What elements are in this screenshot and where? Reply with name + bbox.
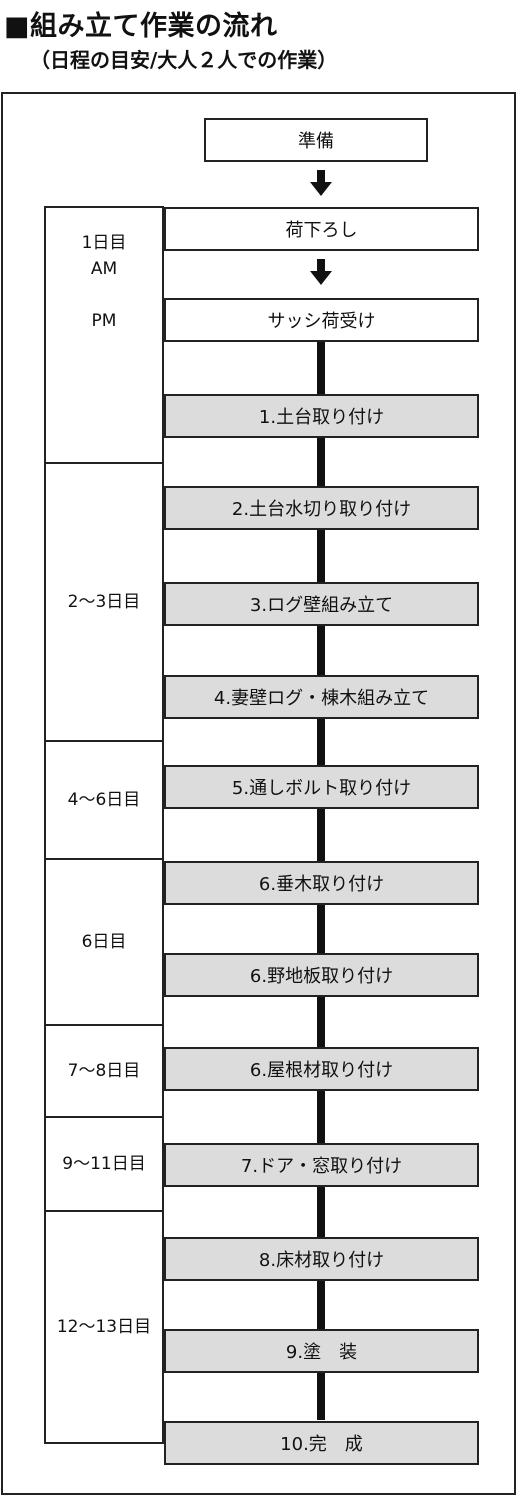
step-box: 3.ログ壁組み立て — [164, 582, 479, 626]
step-box: 2.土台水切り取り付け — [164, 486, 479, 530]
flow-frame — [1, 92, 516, 1495]
day-range-label: 6日目 — [81, 932, 127, 952]
step-label: 準備 — [298, 131, 334, 152]
step-label: 3.ログ壁組み立て — [249, 595, 394, 616]
step-label: 荷下ろし — [285, 220, 358, 241]
step-label: 7.ドア・窓取り付け — [240, 1156, 403, 1177]
step-label: 1.土台取り付け — [258, 407, 385, 428]
day-range-label: 1日目 — [81, 233, 127, 253]
step-box: 1.土台取り付け — [164, 394, 479, 438]
step-label: 6.屋根材取り付け — [249, 1060, 394, 1081]
step-label: 8.床材取り付け — [258, 1250, 385, 1271]
day-range-box: 4～6日目 — [44, 740, 164, 860]
step-box: 6.屋根材取り付け — [164, 1047, 479, 1091]
step-label: 9.塗 装 — [285, 1342, 358, 1363]
down-arrow-icon — [310, 259, 332, 285]
page-title: ■組み立て作業の流れ — [4, 11, 278, 42]
day-range-label: 2～3日目 — [67, 592, 141, 612]
step-box: 準備 — [204, 118, 428, 162]
day-range-box: 12～13日目 — [44, 1210, 164, 1444]
day-range-label: 7～8日目 — [67, 1061, 141, 1081]
day-range-box: 7～8日目 — [44, 1024, 164, 1118]
step-label: 6.垂木取り付け — [258, 874, 385, 895]
step-box: 荷下ろし — [164, 207, 479, 251]
page-subtitle: （日程の目安/大人２人での作業） — [30, 48, 338, 72]
step-box: 6.野地板取り付け — [164, 953, 479, 997]
day-range-box: 2～3日目 — [44, 462, 164, 742]
step-box: 5.通しボルト取り付け — [164, 765, 479, 809]
step-box: 8.床材取り付け — [164, 1237, 479, 1281]
step-label: サッシ荷受け — [267, 311, 376, 332]
step-box: 9.塗 装 — [164, 1329, 479, 1373]
day-range-label: 9～11日目 — [62, 1154, 146, 1174]
step-label: 2.土台水切り取り付け — [231, 499, 412, 520]
day-range-box: 1日目 AM PM — [44, 206, 164, 464]
day-range-box: 9～11日目 — [44, 1116, 164, 1212]
step-box: 4.妻壁ログ・棟木組み立て — [164, 675, 479, 719]
step-label: 4.妻壁ログ・棟木組み立て — [213, 688, 430, 709]
down-arrow-icon — [310, 170, 332, 196]
step-label: 6.野地板取り付け — [249, 966, 394, 987]
day-range-label: PM — [91, 311, 117, 331]
day-range-label: 4～6日目 — [67, 790, 141, 810]
day-range-label: AM — [90, 259, 118, 279]
day-range-label: 12～13日目 — [56, 1317, 152, 1337]
step-box: 10.完 成 — [164, 1421, 479, 1465]
step-box: サッシ荷受け — [164, 298, 479, 342]
step-box: 7.ドア・窓取り付け — [164, 1143, 479, 1187]
day-range-box: 6日目 — [44, 858, 164, 1026]
step-label: 5.通しボルト取り付け — [231, 778, 412, 799]
step-label: 10.完 成 — [280, 1434, 363, 1455]
step-box: 6.垂木取り付け — [164, 861, 479, 905]
